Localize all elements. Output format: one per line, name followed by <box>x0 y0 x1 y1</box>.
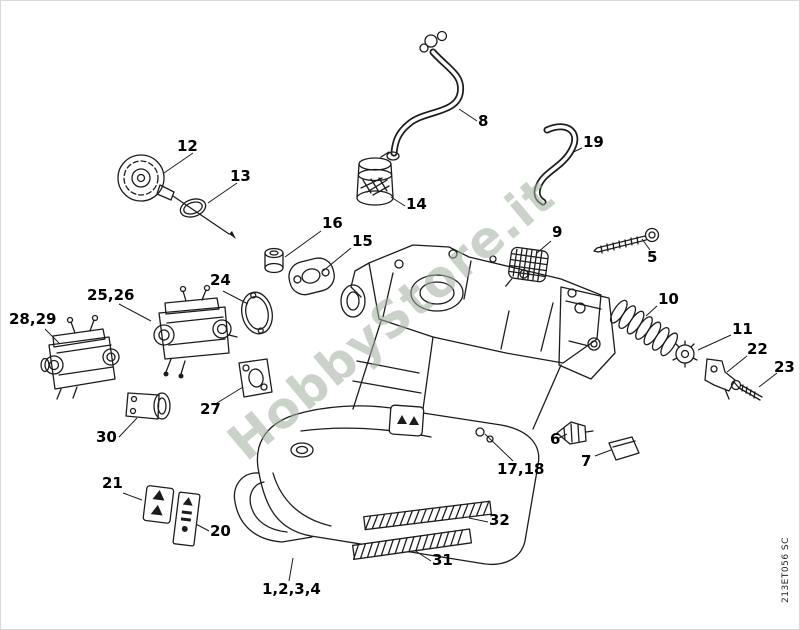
callout-14: 14 <box>406 195 427 213</box>
housing-warning-plate <box>388 404 425 437</box>
callout-9: 9 <box>552 223 563 241</box>
callout-15: 15 <box>352 232 373 250</box>
callout-17-18: 17,18 <box>497 460 545 478</box>
part-20-label <box>172 491 201 547</box>
callout-7: 7 <box>581 452 592 470</box>
callout-19: 19 <box>583 133 604 151</box>
part-7-cap <box>608 436 640 461</box>
part-32-grip-strip <box>363 500 493 531</box>
callout-20: 20 <box>210 522 231 540</box>
part-15-flange <box>288 257 335 296</box>
part-5-screw <box>593 227 660 254</box>
part-9-cover <box>505 246 549 287</box>
callout-30: 30 <box>96 428 117 446</box>
callout-22: 22 <box>747 340 768 358</box>
callout-1-2-3-4: 1,2,3,4 <box>262 580 321 598</box>
part-27-spacer <box>238 358 273 398</box>
callout-8: 8 <box>478 112 489 130</box>
callout-13: 13 <box>230 167 251 185</box>
callout-28-29: 28,29 <box>9 310 57 328</box>
callout-24: 24 <box>210 271 231 289</box>
callout-25-26: 25,26 <box>87 286 135 304</box>
callout-16: 16 <box>322 214 343 232</box>
callout-32: 32 <box>489 511 510 529</box>
callout-12: 12 <box>177 137 198 155</box>
callout-11: 11 <box>732 320 753 338</box>
part-22-lever <box>704 358 736 400</box>
part-30-manifold <box>125 392 171 420</box>
part-25-26-carburetor <box>153 284 238 379</box>
callout-5: 5 <box>647 248 658 266</box>
callout-31: 31 <box>432 551 453 569</box>
part-10-spring <box>609 299 679 357</box>
housing-mid-ribs <box>352 320 562 430</box>
part-21-label <box>142 485 175 524</box>
part-19-curved-hose <box>533 123 579 206</box>
document-code: 213ET056 SC <box>781 537 791 603</box>
part-23-screw <box>730 379 763 401</box>
callout-23: 23 <box>774 358 795 376</box>
part-24-gasket <box>241 291 273 335</box>
housing-engine-deck <box>340 244 602 364</box>
housing-right-bracket <box>558 286 616 380</box>
part-13-o-ring <box>179 198 207 218</box>
part-11-knob <box>672 340 698 368</box>
part-14-fuel-filter <box>356 151 394 206</box>
callout-21: 21 <box>102 474 123 492</box>
callout-10: 10 <box>658 290 679 308</box>
part-16-grommet <box>264 247 284 274</box>
part-12-primer-pump <box>117 154 236 239</box>
part-31-grip-strip <box>351 528 473 561</box>
callout-6: 6 <box>550 430 561 448</box>
part-28-29-carburetor <box>40 314 120 400</box>
part-6-plug <box>556 421 594 445</box>
callout-27: 27 <box>200 400 221 418</box>
part-8-fuel-hose <box>386 30 465 161</box>
